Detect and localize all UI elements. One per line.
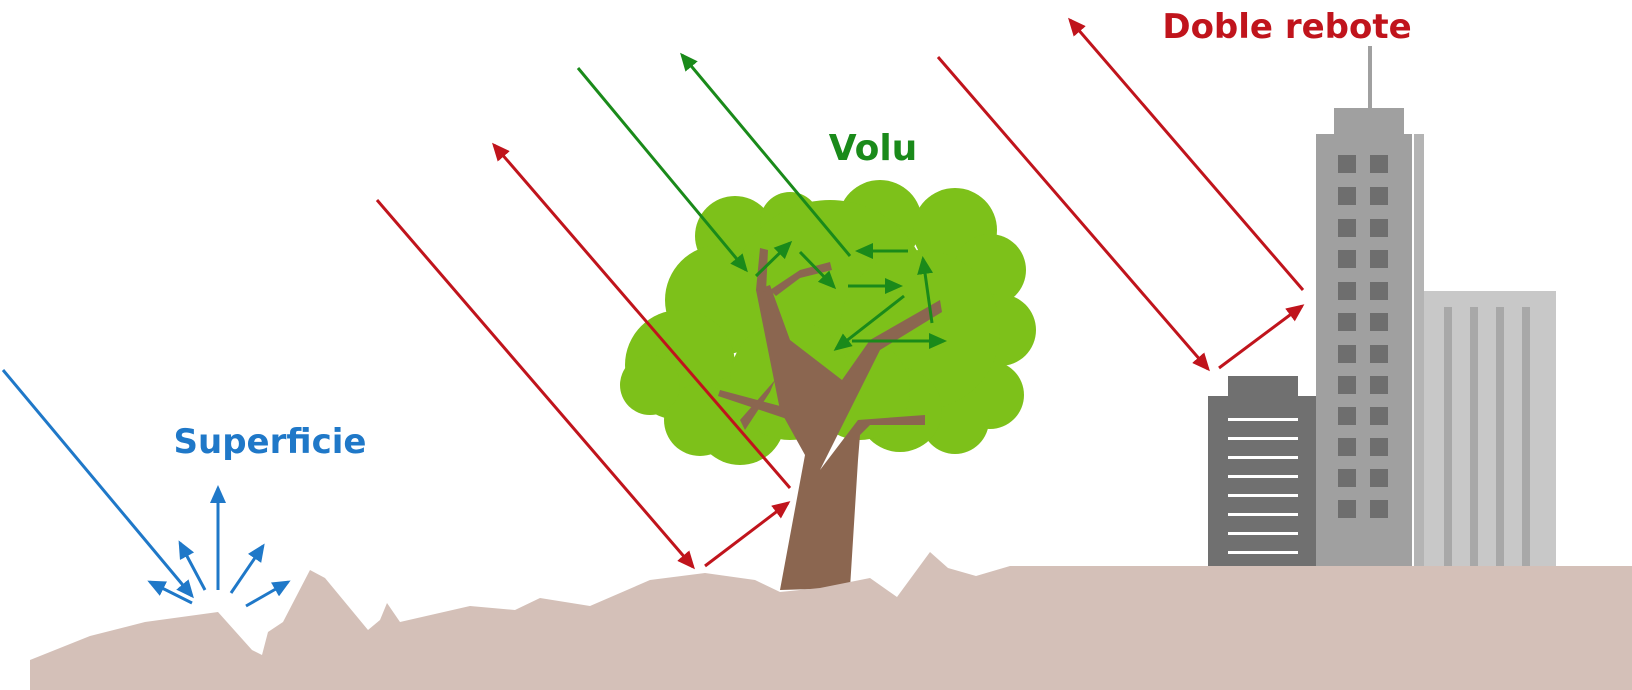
volume-inner-arrow-5 (917, 256, 934, 324)
surface-scattering (1, 369, 291, 608)
tree-return-arrow (492, 142, 792, 489)
volume-return-arrow (680, 52, 852, 257)
tree-incident-arrow (375, 199, 695, 570)
surface-incident-arrow (1, 369, 194, 599)
double-bounce-scattering (375, 17, 1305, 570)
tree-bounce-arrow (704, 501, 791, 568)
ground (30, 552, 1632, 690)
tower-antenna (1368, 46, 1372, 110)
dark-building-body (1208, 396, 1316, 568)
surface-scatter-arrow-4 (229, 543, 265, 594)
building-bounce-arrow (1218, 304, 1305, 370)
volume-inner-arrow-2 (798, 250, 837, 290)
volume-incident-arrow (576, 67, 748, 273)
building-return-arrow (1068, 17, 1305, 291)
double-bounce-label: Doble rebote (1162, 7, 1411, 47)
tower-body (1316, 134, 1412, 568)
dark-building-windows (1228, 418, 1298, 554)
tower-windows (1338, 155, 1388, 518)
volume-scattering (576, 52, 947, 351)
dark-building-top (1228, 376, 1298, 398)
building-light-stripes (1444, 307, 1530, 568)
tower-top (1334, 108, 1404, 134)
surface-scatter-arrow-2 (178, 540, 207, 591)
building-light (1424, 291, 1556, 568)
volume-inner-arrow-6 (833, 294, 905, 351)
surface-scatter-arrow-5 (245, 580, 291, 608)
volume-label: Volu (829, 128, 918, 169)
building-incident-arrow (936, 56, 1210, 372)
buildings (1208, 46, 1556, 568)
tower-side (1414, 134, 1424, 568)
surface-label: Superficie (174, 422, 367, 462)
surface-scatter-arrow-1 (147, 580, 193, 605)
volume-inner-arrow-1 (754, 240, 793, 278)
